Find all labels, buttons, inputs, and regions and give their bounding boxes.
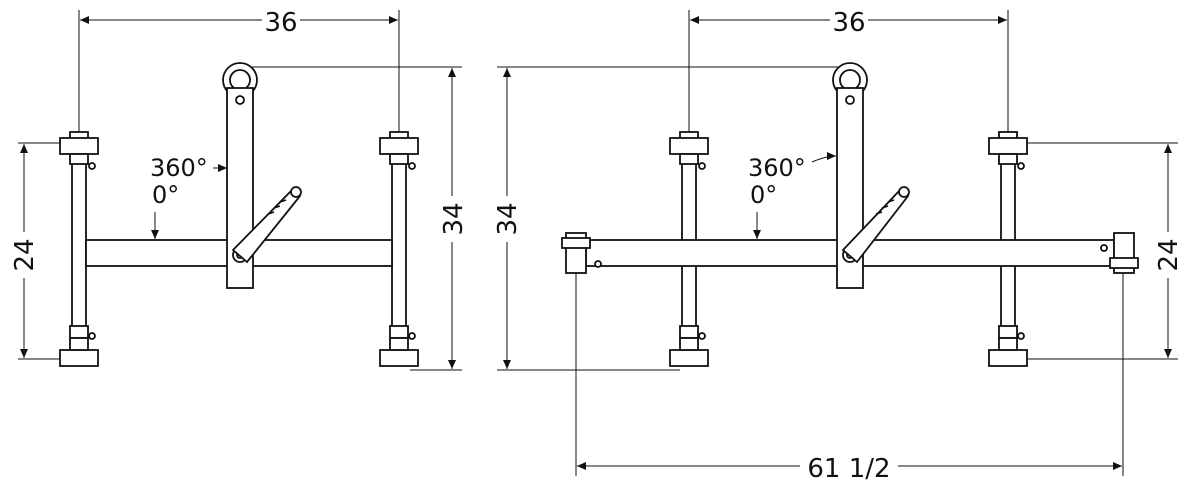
right-end-cap-b <box>1100 232 1139 274</box>
left-height-label: 34 <box>439 202 469 235</box>
left-angle-max: 360° <box>150 154 208 182</box>
right-lever <box>841 186 910 264</box>
left-clamp-bottom-b <box>379 325 419 367</box>
left-clamp-top-a <box>59 131 99 170</box>
left-lever <box>231 186 302 264</box>
right-angle-max: 360° <box>748 154 806 182</box>
left-clamp-top-b <box>379 131 419 170</box>
right-clamp-bottom-b <box>988 325 1028 367</box>
left-angle-min: 0° <box>152 181 179 209</box>
right-depth-dimension: 24 <box>1020 142 1184 360</box>
right-clamp-top-b <box>988 131 1028 170</box>
right-depth-label: 24 <box>1154 238 1184 271</box>
right-width-label: 36 <box>832 8 865 38</box>
right-frame <box>561 62 1139 367</box>
left-width-label: 36 <box>264 8 297 38</box>
left-depth-dimension: 24 <box>10 142 70 360</box>
left-depth-label: 24 <box>10 238 40 271</box>
left-side-rail-a <box>71 149 87 347</box>
right-angle-annotation: 360° 0° <box>748 152 837 239</box>
left-frame <box>59 62 419 367</box>
right-clamp-top-a <box>669 131 709 170</box>
right-height-dimension: 34 <box>493 66 850 371</box>
right-height-label: 34 <box>493 202 523 235</box>
right-width-dimension: 36 <box>688 8 1009 140</box>
left-clamp-bottom-a <box>59 325 99 367</box>
left-side-rail-b <box>391 149 407 347</box>
right-clamp-bottom-a <box>669 325 709 367</box>
left-angle-annotation: 360° 0° <box>150 154 227 239</box>
right-view: 36 34 24 61 1/2 <box>493 8 1184 484</box>
right-angle-min: 0° <box>750 181 777 209</box>
left-height-dimension: 34 <box>240 66 469 371</box>
right-span-dimension: 61 1/2 <box>575 272 1124 484</box>
right-end-cap-a <box>561 232 602 274</box>
right-span-label: 61 1/2 <box>807 454 890 484</box>
left-width-dimension: 36 <box>78 8 400 140</box>
left-view: 36 24 34 <box>10 8 469 371</box>
